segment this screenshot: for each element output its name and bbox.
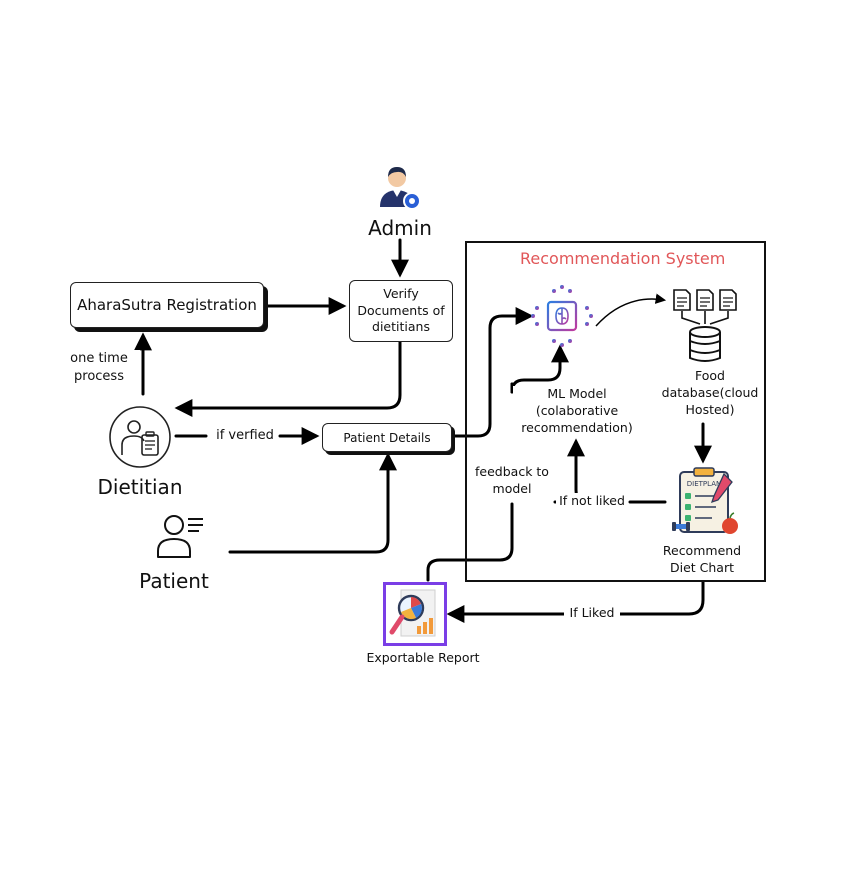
database-icon (673, 289, 737, 362)
arrow-report-feedback-to-mlmodel (426, 502, 514, 582)
food-db-line-1: Food (695, 368, 725, 383)
aharasutra-registration-label: AharaSutra Registration (77, 296, 257, 314)
report-magnifier-icon (383, 582, 447, 646)
verify-line-2: Documents of (357, 302, 445, 318)
dietitian-label: Dietitian (97, 475, 183, 499)
patient-details-label: Patient Details (343, 430, 431, 445)
dietitian-icon (109, 406, 171, 468)
recommend-line-2: Diet Chart (669, 559, 734, 575)
patient-icon (157, 515, 203, 558)
patient-label: Patient (139, 569, 209, 593)
recommend-line-1: Recommend (662, 543, 742, 558)
arrow-patientdetails-to-mlmodel (450, 307, 534, 438)
arrow-mlmodel-to-fooddb (595, 293, 667, 327)
brain-chip-icon (531, 285, 593, 347)
food-db-line-2: database(cloud (661, 384, 759, 400)
recommend-diet-chart-label: Recommend Diet Chart (652, 543, 752, 577)
ml-model-line-2: (colaborative (535, 402, 619, 418)
one-time-line-2: process (74, 368, 124, 384)
one-time-process-label: one time process (58, 350, 140, 386)
patient-details-box: Patient Details (322, 423, 452, 452)
ml-model-label: ML Model (colaborative recommendation) (513, 386, 641, 437)
feedback-to-model-label: feedback to model (470, 464, 554, 498)
aharasutra-registration-box: AharaSutra Registration (70, 282, 264, 328)
diet-plan-clipboard-icon: DIETPLAN (672, 467, 738, 534)
arrow-chart-to-report-ifliked (616, 580, 705, 616)
food-database-label: Food database(cloud Hosted) (660, 368, 760, 419)
ml-model-line-3: recommendation) (521, 419, 633, 435)
ml-model-line-1: ML Model (547, 386, 607, 401)
arrow-patient-to-patientdetails (228, 452, 397, 554)
verify-documents-box: Verify Documents of dietitians (349, 280, 453, 342)
recommendation-system-title: Recommendation System (520, 249, 726, 268)
verify-line-3: dietitians (372, 319, 430, 335)
feedback-line-2: model (492, 480, 532, 496)
arrow-verify-to-dietitian (174, 340, 402, 417)
if-not-liked-label: If not liked (556, 493, 628, 510)
admin-label: Admin (368, 216, 432, 240)
if-liked-label: If Liked (564, 605, 620, 622)
admin-user-icon (380, 167, 421, 210)
diet-plan-icon-text: DIETPLAN (687, 480, 721, 488)
recommendation-system-frame (465, 241, 766, 582)
if-verified-label: if verfied (216, 428, 274, 443)
food-db-line-3: Hosted) (685, 401, 735, 417)
verify-line-1: Verify (383, 285, 419, 301)
exportable-report-label: Exportable Report (366, 650, 480, 665)
feedback-line-1: feedback to (475, 464, 549, 479)
one-time-line-1: one time (70, 351, 128, 366)
